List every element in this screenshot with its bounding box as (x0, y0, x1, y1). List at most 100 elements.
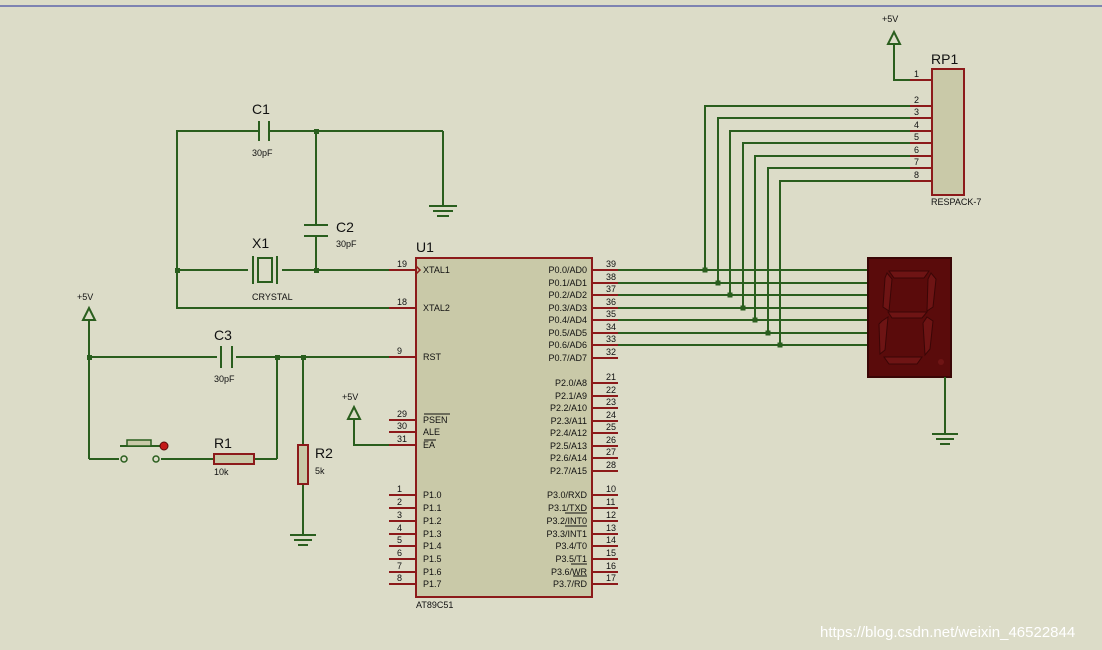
mcu-pin-label-p0-0-ad0: P0.0/AD0 (548, 265, 587, 275)
rp1-pin-number-2: 2 (914, 95, 919, 105)
mcu-pin-number-4: 4 (397, 523, 402, 533)
bus-wire-to-rp1-0 (704, 105, 910, 270)
seven-segment-display[interactable] (867, 257, 952, 378)
bus-junction-4 (752, 317, 758, 323)
mcu-pin-label-p2-1-a9: P2.1/A9 (555, 391, 587, 401)
power-label-reset: +5V (77, 292, 93, 302)
power-5v-rp1: +5V (882, 14, 910, 81)
mcu-pin-number-38: 38 (606, 272, 616, 282)
mcu-pin-label-p2-7-a15: P2.7/A15 (550, 466, 587, 476)
mcu-pin-number-19: 19 (397, 259, 407, 269)
capacitor-c1[interactable]: C1 30pF (241, 101, 291, 158)
r2-ref: R2 (315, 445, 333, 461)
mcu-pin-label-p0-5-ad5: P0.5/AD5 (548, 328, 587, 338)
mcu-pin-number-33: 33 (606, 334, 616, 344)
rp1-ref: RP1 (931, 51, 958, 67)
mcu-pin-label-p0-4-ad4: P0.4/AD4 (548, 315, 587, 325)
crystal-x1[interactable]: X1 CRYSTAL (252, 235, 293, 302)
power-5v-reset: +5V (77, 292, 97, 459)
mcu-pin-label-p3-6-wr: P3.6/WR (551, 567, 588, 577)
mcu-body (415, 257, 593, 598)
x1-value: CRYSTAL (252, 292, 293, 302)
mcu-pin-label-p0-1-ad1: P0.1/AD1 (548, 278, 587, 288)
mcu-pin-label-p1-7: P1.7 (423, 579, 442, 589)
mcu-pin-label-p3-7-rd: P3.7/RD (553, 579, 588, 589)
mcu-pin-number-9: 9 (397, 346, 402, 356)
mcu-pin-number-36: 36 (606, 297, 616, 307)
rp1-value: RESPACK-7 (931, 197, 981, 207)
r1-ref: R1 (214, 435, 232, 451)
oscillator-wires (175, 129, 444, 309)
rp1-pin-number-8: 8 (914, 170, 919, 180)
bus-wire-to-rp1-3 (742, 142, 910, 308)
capacitor-c2[interactable]: C2 30pF (304, 219, 357, 249)
c3-ref: C3 (214, 327, 232, 343)
mcu-pin-number-10: 10 (606, 484, 616, 494)
display-ground (932, 377, 958, 445)
bus-wire-to-rp1-1 (717, 117, 910, 283)
mcu-pin-number-35: 35 (606, 309, 616, 319)
mcu-pin-number-29: 29 (397, 409, 407, 419)
rp1-pin-number-7: 7 (914, 157, 919, 167)
mcu-pin-number-17: 17 (606, 573, 616, 583)
mcu-pin-label-xtal2: XTAL2 (423, 303, 450, 313)
bus-junction-6 (777, 342, 783, 348)
bus-junction-0 (702, 267, 708, 273)
resistor-r2[interactable]: R2 5k (297, 444, 333, 485)
c1-value: 30pF (252, 148, 273, 158)
mcu-pin-label-p1-3: P1.3 (423, 529, 442, 539)
bus-junction-5 (765, 330, 771, 336)
bus-wire-to-rp1-5 (767, 167, 910, 333)
c2-ref: C2 (336, 219, 354, 235)
mcu-pin-number-34: 34 (606, 322, 616, 332)
mcu-pin-label-p1-1: P1.1 (423, 503, 442, 513)
mcu-u1[interactable]: U1 AT89C51 19XTAL118XTAL29RST29PSEN30ALE… (389, 239, 618, 610)
mcu-pin-number-39: 39 (606, 259, 616, 269)
mcu-pin-label-xtal1: XTAL1 (423, 265, 450, 275)
mcu-pin-number-14: 14 (606, 535, 616, 545)
mcu-pin-label-p2-6-a14: P2.6/A14 (550, 453, 587, 463)
mcu-pin-label-p3-0-rxd: P3.0/RXD (547, 490, 588, 500)
mcu-pin-label-p2-0-a8: P2.0/A8 (555, 378, 587, 388)
mcu-pin-label-p1-2: P1.2 (423, 516, 442, 526)
bus-junction-2 (727, 292, 733, 298)
watermark-text: https://blog.csdn.net/weixin_46522844 (820, 624, 1075, 641)
r1-value: 10k (214, 467, 229, 477)
mcu-pin-number-5: 5 (397, 535, 402, 545)
display-dot (938, 359, 944, 365)
mcu-pin-label-ale: ALE (423, 427, 440, 437)
mcu-pin-label-p1-0: P1.0 (423, 490, 442, 500)
mcu-pin-number-6: 6 (397, 548, 402, 558)
display-segments (878, 270, 937, 365)
capacitor-c3[interactable]: C3 30pF (214, 327, 235, 384)
ground-symbol-reset (290, 534, 316, 546)
power-label-ea: +5V (342, 392, 358, 402)
resistor-r1[interactable]: R1 10k (213, 435, 255, 477)
rp1-body (931, 68, 965, 196)
mcu-pin-number-24: 24 (606, 410, 616, 420)
mcu-pin-number-30: 30 (397, 421, 407, 431)
mcu-pin-label-p0-6-ad6: P0.6/AD6 (548, 340, 587, 350)
mcu-pin-label-p1-4: P1.4 (423, 541, 442, 551)
mcu-pin-number-23: 23 (606, 397, 616, 407)
reset-wires (87, 355, 389, 535)
rp1-pin-number-4: 4 (914, 120, 919, 130)
mcu-part: AT89C51 (416, 600, 453, 610)
rp1-pin-number-3: 3 (914, 107, 919, 117)
mcu-pin-label-p0-7-ad7: P0.7/AD7 (548, 353, 587, 363)
x1-ref: X1 (252, 235, 269, 251)
r2-value: 5k (315, 466, 325, 476)
mcu-pin-number-3: 3 (397, 510, 402, 520)
mcu-pin-number-27: 27 (606, 447, 616, 457)
mcu-pin-number-16: 16 (606, 561, 616, 571)
mcu-pin-number-13: 13 (606, 523, 616, 533)
mcu-pin-number-18: 18 (397, 297, 407, 307)
mcu-pin-number-15: 15 (606, 548, 616, 558)
reset-push-button[interactable] (120, 439, 169, 463)
mcu-pin-number-26: 26 (606, 435, 616, 445)
mcu-pin-label-p3-1-txd: P3.1/TXD (548, 503, 588, 513)
bus-wire-to-rp1-2 (729, 130, 910, 295)
mcu-pin-number-1: 1 (397, 484, 402, 494)
